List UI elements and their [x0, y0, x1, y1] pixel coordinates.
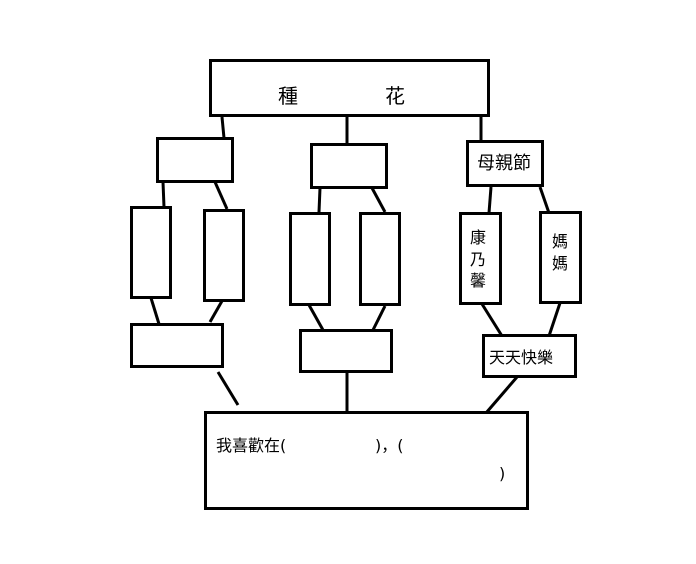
right-branch-join-box: 天天快樂 — [482, 334, 577, 378]
connector-middle-d — [371, 305, 387, 331]
right-branch-leaf-left-label: 康乃馨 — [470, 228, 487, 291]
right-branch-title-box: 母親節 — [466, 140, 544, 187]
connector-right-e — [484, 376, 519, 414]
root-label-right: 花 — [385, 84, 405, 108]
right-branch-join-label: 天天快樂 — [489, 348, 554, 367]
sentence-part-2: )，( — [375, 436, 404, 455]
connector-left-a — [161, 181, 166, 208]
connector-right-b — [538, 186, 551, 214]
middle-branch-join-box — [299, 329, 393, 373]
connector-root-left — [220, 116, 226, 139]
right-branch-leaf-right-box: 媽媽 — [539, 211, 582, 304]
connector-right-d — [547, 302, 562, 337]
connector-right-a — [487, 186, 493, 214]
connector-left-b — [213, 181, 229, 210]
connector-left-d — [208, 300, 224, 323]
connector-right-c — [480, 303, 504, 337]
root-label-left: 種 — [278, 84, 298, 108]
right-branch-leaf-right-label: 媽媽 — [552, 232, 569, 273]
right-branch-leaf-left-box: 康乃馨 — [459, 212, 502, 305]
sentence-part-3: ) — [499, 464, 506, 483]
left-branch-join-box — [130, 323, 224, 368]
connector-middle-c — [307, 304, 325, 331]
left-branch-leaf-left-box — [130, 206, 172, 299]
sentence-part-1: 我喜歡在( — [216, 436, 287, 455]
connector-middle-b — [370, 187, 387, 213]
left-branch-title-box — [156, 137, 234, 183]
middle-branch-title-box — [310, 143, 388, 189]
sentence-box: 我喜歡在( )，( ) — [204, 411, 529, 510]
left-branch-leaf-right-box — [203, 209, 245, 302]
root-box: 種 花 — [209, 59, 490, 117]
connector-left-e — [216, 371, 240, 406]
connector-middle-a — [317, 187, 322, 213]
middle-branch-leaf-left-box — [289, 212, 331, 306]
middle-branch-leaf-right-box — [359, 212, 401, 306]
connector-left-c — [149, 297, 161, 325]
right-branch-title: 母親節 — [477, 153, 531, 174]
